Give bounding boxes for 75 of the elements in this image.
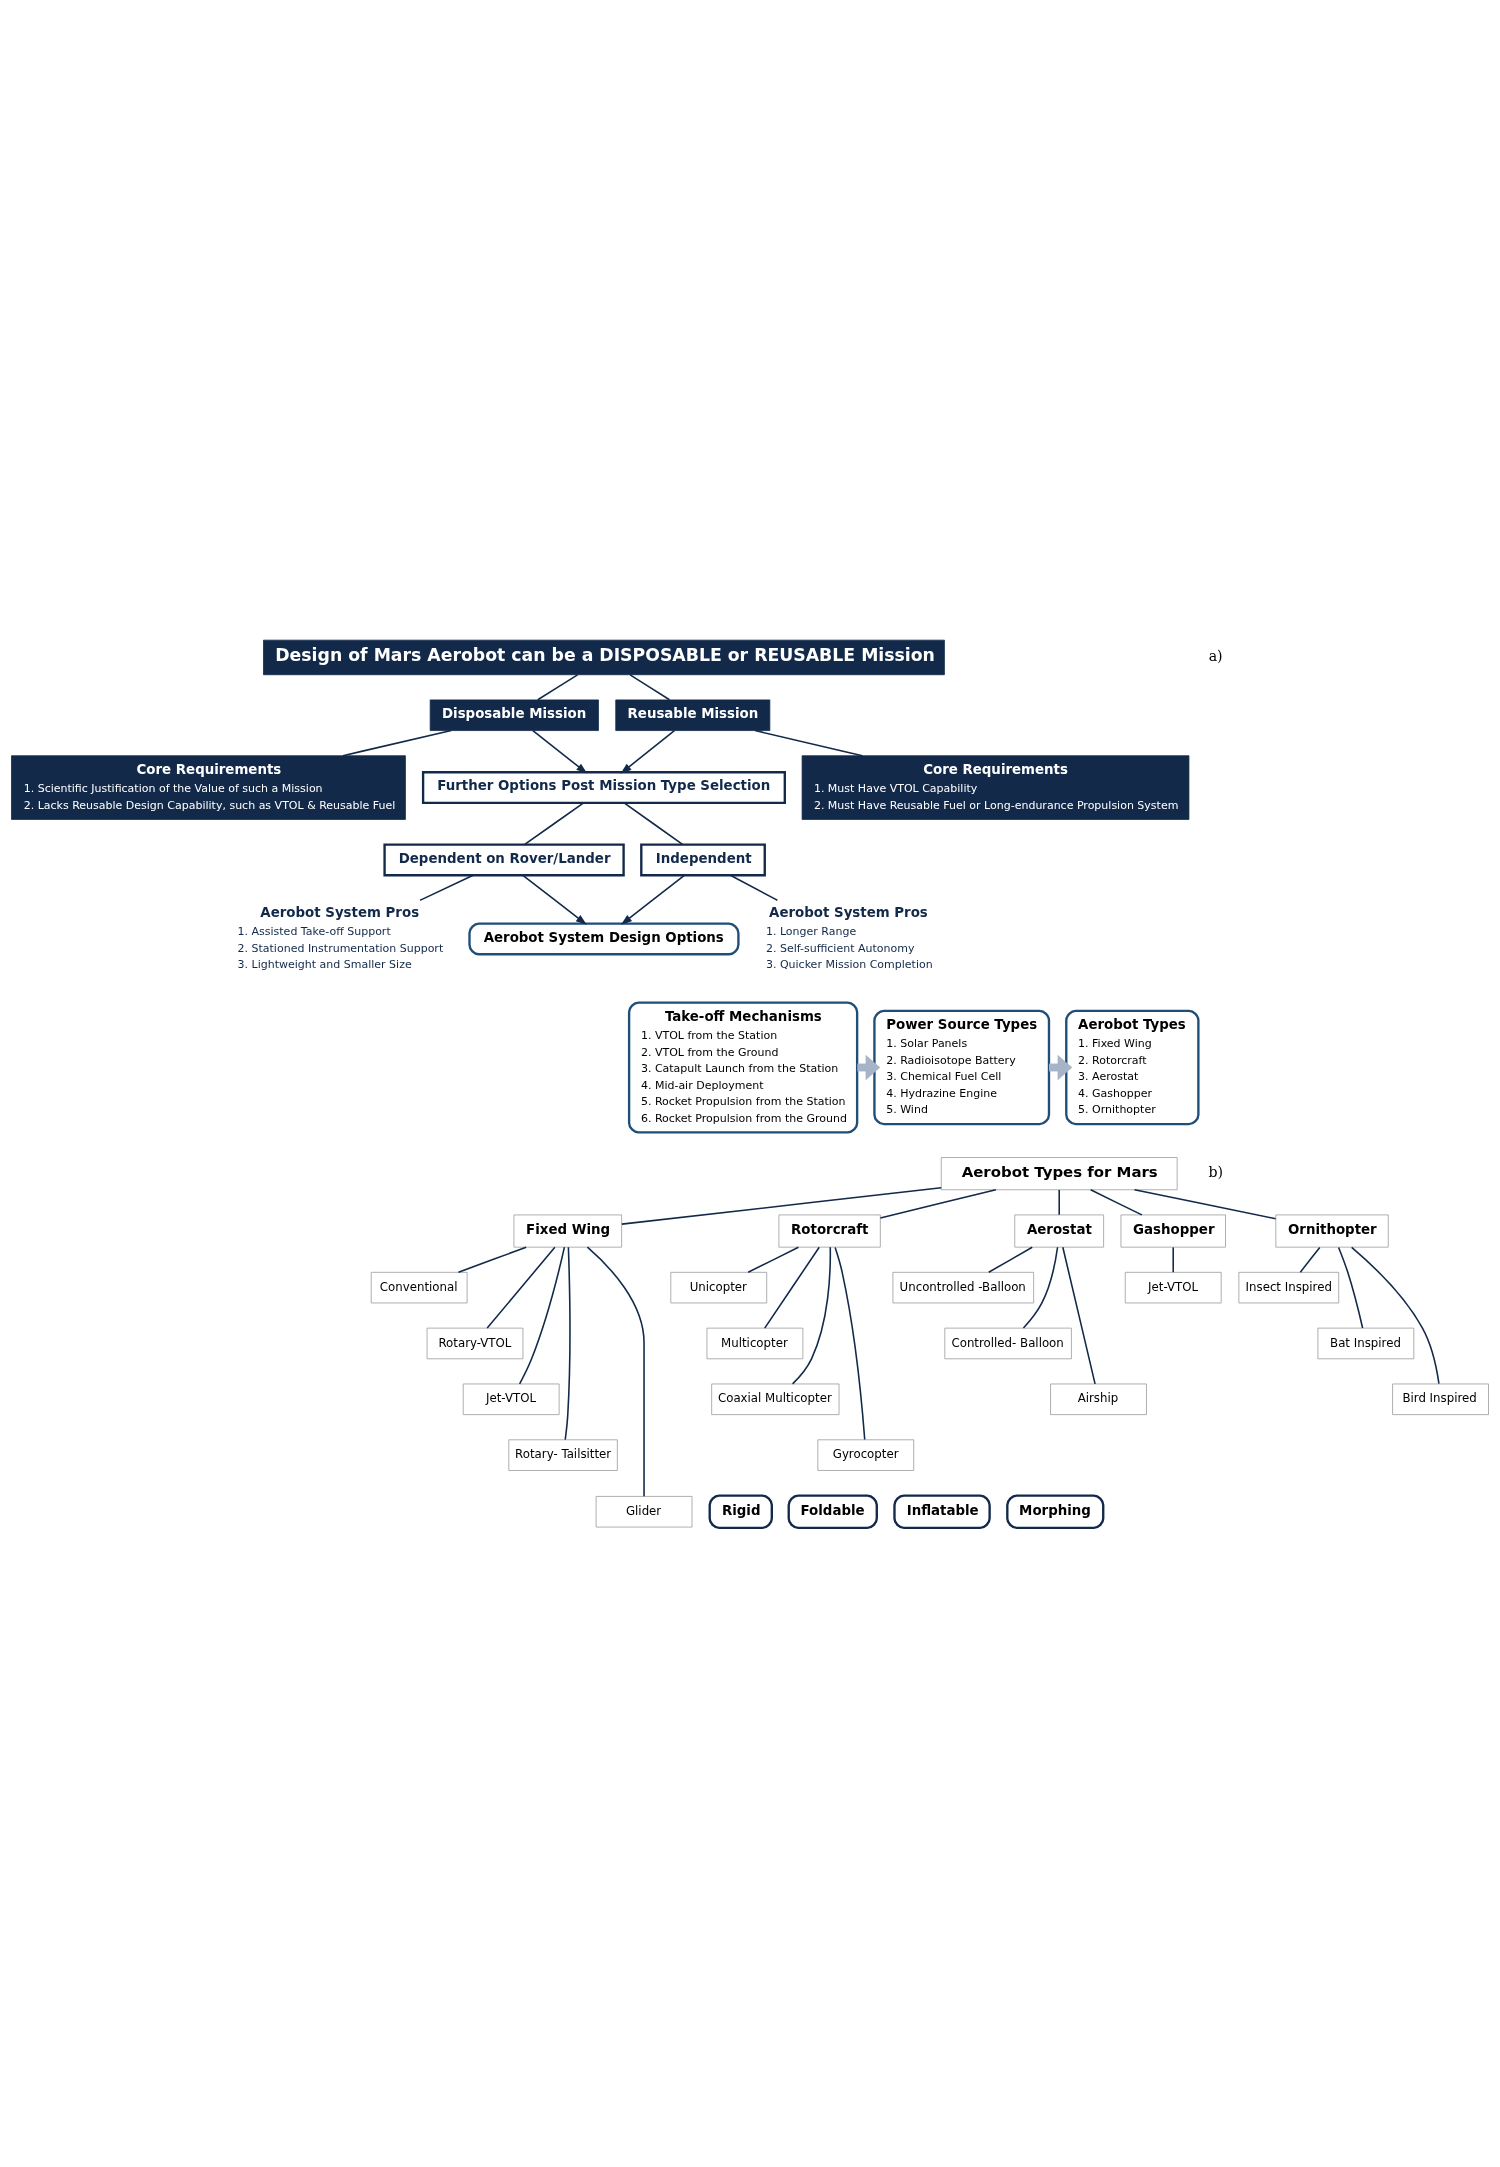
node-box: Aerobot Types for Mars xyxy=(940,1156,1178,1190)
connector xyxy=(486,1245,556,1329)
node-box: Insect Inspired xyxy=(1238,1271,1340,1303)
connector xyxy=(754,729,864,756)
connector xyxy=(419,874,474,901)
connector xyxy=(747,1246,800,1273)
label: a) xyxy=(1208,647,1223,664)
node-box: Reusable Mission xyxy=(615,699,771,731)
node-box: Glider xyxy=(595,1495,693,1527)
connector xyxy=(586,1245,645,1497)
connector xyxy=(1133,1188,1277,1219)
arrow xyxy=(532,729,588,774)
node-box: Foldable xyxy=(787,1493,878,1529)
connector xyxy=(879,1188,997,1219)
connector xyxy=(457,1245,527,1273)
node-box: Multicopter xyxy=(706,1327,804,1359)
connector xyxy=(1350,1246,1440,1384)
connector xyxy=(1299,1246,1321,1273)
connector xyxy=(623,801,684,845)
connector xyxy=(763,1245,820,1329)
node-box: Rigid xyxy=(708,1493,773,1529)
node-box: Bird Inspired xyxy=(1392,1383,1489,1415)
node-box: Design of Mars Aerobot can be a DISPOSABLE or REUSABLE Mission xyxy=(263,639,945,675)
node-box: Gyrocopter xyxy=(817,1438,915,1471)
connector xyxy=(1337,1246,1364,1329)
node-box: Gashopper xyxy=(1120,1214,1226,1248)
node-box: Core Requirements 1. Must Have VTOL Capability 2. Must Have Reusable Fuel or Long-endurance Propulsion System xyxy=(801,754,1190,820)
connector xyxy=(342,729,453,756)
connector xyxy=(729,874,779,901)
connector xyxy=(1172,1246,1174,1273)
node-box: Aerobot System Design Options xyxy=(468,921,740,955)
connector xyxy=(1022,1245,1059,1329)
connector xyxy=(791,1246,832,1385)
connector xyxy=(621,1186,942,1225)
node-box: Conventional xyxy=(370,1271,468,1303)
node-box: Aerostat xyxy=(1014,1214,1105,1248)
node-box: Disposable Mission xyxy=(429,699,599,731)
node-box: Fixed Wing xyxy=(513,1214,623,1248)
node-text: Aerobot System Pros 1. Longer Range 2. Self-sufficient Autonomy 3. Quicker Mission Completion xyxy=(765,904,933,971)
arrow xyxy=(522,874,587,925)
connector xyxy=(629,673,671,700)
node-box: Power Source Types 1. Solar Panels 2. Radioisotope Battery 3. Chemical Fuel Cell 4. Hydrazine Engine 5. Wind xyxy=(873,1009,1051,1125)
connector xyxy=(564,1245,571,1440)
node-box: Inflatable xyxy=(893,1493,991,1529)
node-text: Aerobot System Pros 1. Assisted Take-off Support 2. Stationed Instrumentation Support 3. Lightweight and Smaller Size xyxy=(237,904,444,971)
node-box: Rotary-VTOL xyxy=(426,1327,524,1359)
node-box: Take-off Mechanisms 1. VTOL from the Station 2. VTOL from the Ground 3. Catapult Launch from the Station 4. Mid-air Deployment 5. Rocket Propulsion from the Station 6. Rocket Propulsion from the Ground xyxy=(627,1000,859,1134)
label: b) xyxy=(1208,1163,1223,1180)
connector xyxy=(834,1246,866,1440)
arrow xyxy=(620,729,676,774)
connector xyxy=(1062,1245,1096,1385)
node-box: Rotorcraft xyxy=(778,1214,881,1248)
connector xyxy=(523,801,585,845)
connector xyxy=(1089,1188,1143,1216)
connector xyxy=(1058,1188,1060,1216)
node-box: Further Options Post Mission Type Selection xyxy=(421,770,786,804)
node-box: Bat Inspired xyxy=(1317,1327,1415,1359)
node-box: Core Requirements 1. Scientific Justification of the Value of such a Mission 2. Lacks Reusable Design Capability, such as VTOL & Reusable Fuel xyxy=(11,754,406,820)
node-box: Aerobot Types 1. Fixed Wing 2. Rotorcraft 3. Aerostat 4. Gashopper 5. Ornithopter xyxy=(1065,1009,1200,1125)
connector xyxy=(987,1246,1033,1273)
node-box: Independent xyxy=(640,842,766,876)
node-box: Airship xyxy=(1050,1383,1147,1415)
arrow xyxy=(620,874,686,925)
node-box: Controlled- Balloon xyxy=(944,1327,1072,1359)
connector xyxy=(537,673,579,700)
node-box: Uncontrolled -Balloon xyxy=(892,1271,1035,1303)
node-box: Jet-VTOL xyxy=(1124,1271,1222,1303)
node-box: Ornithopter xyxy=(1275,1214,1389,1248)
node-box: Coaxial Multicopter xyxy=(711,1383,840,1415)
connector xyxy=(518,1245,566,1385)
node-box: Rotary- Tailsitter xyxy=(508,1438,618,1471)
node-box: Dependent on Rover/Lander xyxy=(383,842,625,876)
node-box: Jet-VTOL xyxy=(462,1383,560,1415)
node-box: Morphing xyxy=(1006,1493,1105,1529)
node-box: Unicopter xyxy=(670,1271,768,1303)
